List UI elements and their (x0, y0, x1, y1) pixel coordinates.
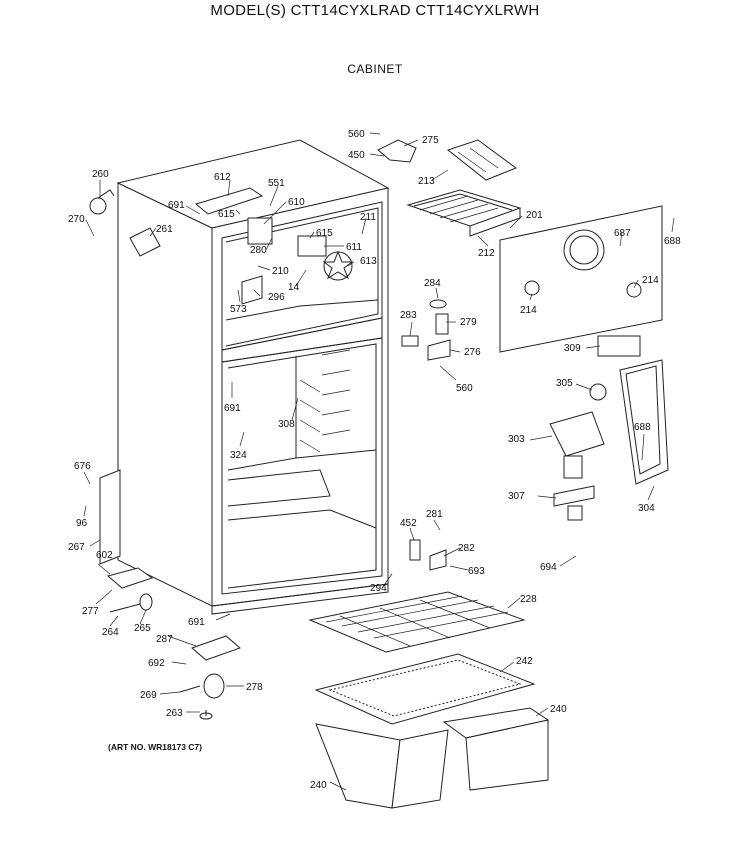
callout-269: 269 (140, 690, 157, 701)
callout-214a: 214 (520, 305, 537, 316)
evaporator-cover (499, 205, 663, 357)
callout-240b: 240 (550, 704, 567, 715)
cabinet (99, 139, 390, 615)
bottom-parts (106, 567, 241, 720)
control-housing (194, 187, 354, 305)
callout-296: 296 (268, 292, 285, 303)
callout-96: 96 (76, 518, 88, 529)
callout-282: 282 (458, 543, 475, 554)
callout-688b: 688 (634, 422, 651, 433)
callout-307: 307 (508, 491, 525, 502)
callout-276: 276 (464, 347, 481, 358)
callout-305: 305 (556, 378, 573, 389)
leader-lines (83, 132, 675, 791)
callout-551: 551 (268, 178, 285, 189)
section-title: CABINET (347, 62, 403, 76)
callout-676: 676 (74, 461, 91, 472)
callout-602: 602 (96, 550, 113, 561)
callout-692: 692 (148, 658, 165, 669)
callout-573: 573 (230, 304, 247, 315)
callout-304: 304 (638, 503, 655, 514)
callout-560b: 560 (456, 383, 473, 394)
small-brackets (401, 299, 451, 571)
callout-691c: 691 (188, 617, 205, 628)
callout-265: 265 (134, 623, 151, 634)
page-title: MODEL(S) CTT14CYXLRAD CTT14CYXLRWH (210, 2, 540, 19)
callout-275: 275 (422, 135, 439, 146)
callout-213: 213 (418, 176, 435, 187)
callout-450: 450 (348, 150, 365, 161)
callout-240a: 240 (310, 780, 327, 791)
callout-201: 201 (526, 210, 543, 221)
callout-694: 694 (540, 562, 557, 573)
callout-labels: 560 275 450 213 260 270 612 551 691 615 … (68, 129, 681, 791)
crisper-drawers (315, 707, 550, 809)
art-number: (ART NO. WR18173 C7) (108, 742, 202, 752)
callout-264: 264 (102, 627, 119, 638)
callout-452: 452 (400, 518, 417, 529)
callout-615a: 615 (218, 209, 235, 220)
callout-283: 283 (400, 310, 417, 321)
wire-shelf (308, 591, 526, 653)
callout-260: 260 (92, 169, 109, 180)
callout-267: 267 (68, 542, 85, 553)
callout-263: 263 (166, 708, 183, 719)
callout-284: 284 (424, 278, 441, 289)
callout-613: 613 (360, 256, 377, 267)
callout-242: 242 (516, 656, 533, 667)
crisper-cover-frame (619, 359, 669, 485)
callout-14: 14 (288, 282, 300, 293)
callout-324: 324 (230, 450, 247, 461)
callout-693: 693 (468, 566, 485, 577)
callout-691a: 691 (168, 200, 185, 211)
damper (553, 485, 595, 521)
callout-279: 279 (460, 317, 477, 328)
callout-278: 278 (246, 682, 263, 693)
callout-615b: 615 (316, 228, 333, 239)
callout-688a: 688 (664, 236, 681, 247)
callout-277: 277 (82, 606, 99, 617)
callout-303: 303 (508, 434, 525, 445)
callout-610: 610 (288, 197, 305, 208)
callout-211: 211 (360, 212, 376, 223)
hinge-top (377, 139, 417, 163)
callout-280: 280 (250, 245, 267, 256)
callout-281: 281 (426, 509, 443, 520)
crisper-cover (314, 653, 536, 725)
callout-261: 261 (156, 224, 173, 235)
callout-309: 309 (564, 343, 581, 354)
callout-560a: 560 (348, 129, 365, 140)
callout-212: 212 (478, 248, 495, 259)
ice-tray (446, 139, 518, 181)
callout-308: 308 (278, 419, 295, 430)
callout-294: 294 (370, 583, 387, 594)
callout-612: 612 (214, 172, 231, 183)
callout-611: 611 (346, 242, 362, 253)
temperature-control (549, 383, 607, 479)
freezer-shelf-assembly (406, 189, 522, 237)
callout-691b: 691 (224, 403, 241, 414)
door-stop (129, 227, 161, 257)
callout-287: 287 (156, 634, 173, 645)
callout-270: 270 (68, 214, 85, 225)
callout-228: 228 (520, 594, 537, 605)
callout-687: 687 (614, 228, 631, 239)
callout-214b: 214 (642, 275, 659, 286)
roller-assembly (89, 189, 115, 215)
callout-210: 210 (272, 266, 289, 277)
